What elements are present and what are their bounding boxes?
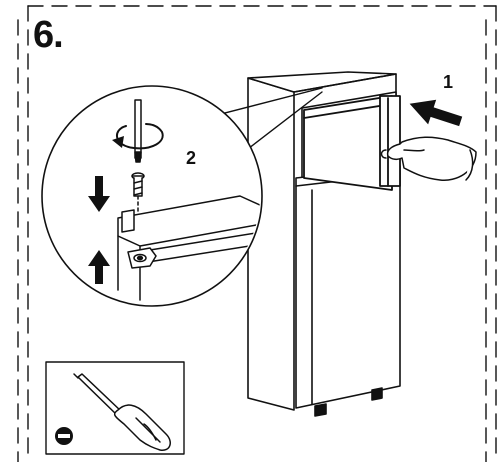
rotation-arrow [112,123,164,150]
detail-magnifier [41,85,263,307]
screwdriver-tip [134,99,142,163]
callout-2: 2 [186,148,197,168]
push-arrow [409,99,463,127]
flat-head-symbol-icon [55,427,73,445]
up-arrow [88,250,110,284]
tool-box [45,361,185,455]
callout-1: 1 [443,72,454,92]
flat-screwdriver-icon [73,373,171,451]
step-number: 6. [33,14,64,56]
dashed-frame [17,5,497,462]
freezer-flap [303,95,401,191]
down-arrow [88,176,110,212]
hand [380,136,477,181]
screw [131,172,145,213]
